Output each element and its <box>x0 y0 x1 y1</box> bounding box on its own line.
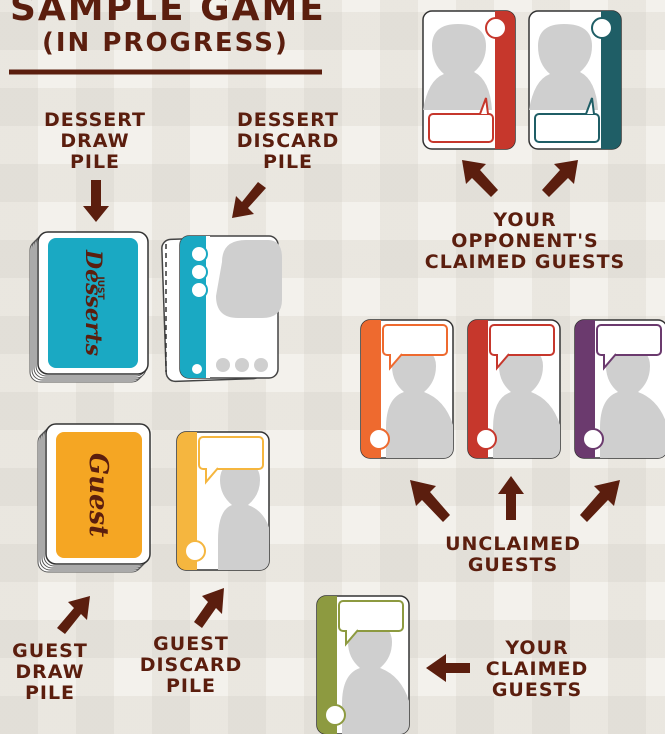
arrow-to-opponent-card-2 <box>542 160 578 197</box>
arrow-to-opponent-card-1 <box>462 160 498 197</box>
arrow-to-dessert-discard-pile <box>232 182 266 218</box>
arrow-to-unclaimed-card-2 <box>498 476 524 520</box>
guest-draw-pile[interactable]: Guest <box>38 424 150 572</box>
arrow-to-unclaimed-card-3 <box>580 480 620 522</box>
arrow-to-dessert-draw-pile <box>83 180 109 222</box>
guest-card-brand: Guest <box>83 453 113 537</box>
dessert-draw-pile[interactable]: JUST Desserts <box>30 232 148 382</box>
opponent-claimed-card-2[interactable] <box>529 11 621 149</box>
dessert-discard-pile[interactable] <box>162 236 282 382</box>
arrow-to-unclaimed-card-1 <box>410 480 450 522</box>
arrow-to-guest-discard-pile <box>194 588 224 628</box>
opponent-claimed-card-1[interactable] <box>423 11 515 149</box>
unclaimed-guest-card-3[interactable] <box>575 320 665 458</box>
dessert-card-brand: Desserts <box>80 249 106 356</box>
unclaimed-guest-card-1[interactable] <box>361 320 454 458</box>
unclaimed-guest-card-2[interactable] <box>468 320 561 458</box>
your-claimed-guest-card[interactable] <box>317 596 410 734</box>
arrow-to-your-claimed-card <box>426 654 470 682</box>
arrow-to-guest-draw-pile <box>57 596 90 634</box>
guest-discard-card[interactable] <box>177 432 272 570</box>
